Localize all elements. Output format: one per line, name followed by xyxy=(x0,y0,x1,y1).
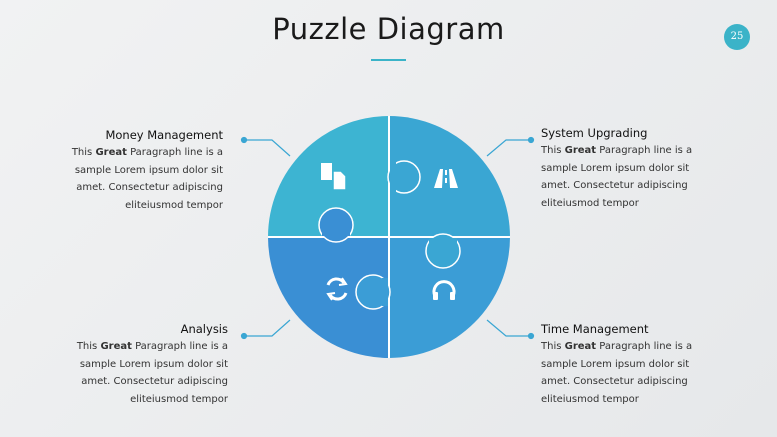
text: This xyxy=(76,341,101,352)
block-line: eliteiusmod tempor xyxy=(125,199,223,211)
text: Paragraph line is a xyxy=(596,341,693,352)
refresh-icon xyxy=(326,277,348,301)
block-line: sample Lorem ipsum dolor sit xyxy=(541,358,690,370)
text: Paragraph line is a xyxy=(126,147,223,158)
text-block-time-management: Time Management This Great Paragraph lin… xyxy=(541,320,716,408)
block-line: amet. Consectetur adipiscing xyxy=(81,376,228,388)
text: This xyxy=(541,145,565,156)
block-heading: Money Management xyxy=(105,128,223,142)
block-line: This Great Paragraph line is a xyxy=(541,142,716,160)
block-line: sample Lorem ipsum dolor sit xyxy=(541,162,690,174)
block-line: sample Lorem ipsum dolor sit xyxy=(79,358,228,370)
block-line: amet. Consectetur adipiscing xyxy=(76,182,223,194)
connector-money-management xyxy=(240,136,291,157)
block-line: This Great Paragraph line is a xyxy=(48,144,223,162)
headphones-icon xyxy=(432,280,456,300)
title-underline xyxy=(371,59,406,61)
text-block-analysis: Analysis This Great Paragraph line is a … xyxy=(53,320,228,408)
text: Paragraph line is a xyxy=(596,145,693,156)
text-block-system-upgrading: System Upgrading This Great Paragraph li… xyxy=(541,124,716,212)
text: This xyxy=(541,341,565,352)
page-number-badge: 25 xyxy=(724,24,750,50)
bold-text: Great xyxy=(564,145,597,156)
page-title: Puzzle Diagram xyxy=(272,12,505,46)
bold-text: Great xyxy=(95,147,127,158)
puzzle-knob xyxy=(318,207,354,243)
text: Paragraph line is a xyxy=(131,341,228,352)
block-heading: Analysis xyxy=(180,322,228,336)
text: This xyxy=(71,147,96,158)
block-line: amet. Consectetur adipiscing xyxy=(541,376,688,388)
block-heading: System Upgrading xyxy=(541,126,648,140)
connector-system-upgrading xyxy=(486,136,535,157)
block-line: This Great Paragraph line is a xyxy=(541,338,716,356)
connector-time-management xyxy=(486,319,535,340)
block-heading: Time Management xyxy=(541,322,649,336)
text-block-money-management: Money Management This Great Paragraph li… xyxy=(48,126,223,214)
bold-text: Great xyxy=(564,341,597,352)
block-line: eliteiusmod tempor xyxy=(130,393,228,405)
block-line: This Great Paragraph line is a xyxy=(53,338,228,356)
road-icon xyxy=(434,169,458,188)
block-line: eliteiusmod tempor xyxy=(541,197,639,209)
documents-icon xyxy=(321,163,347,191)
connector-analysis xyxy=(240,319,291,340)
puzzle-knob xyxy=(355,274,391,310)
block-line: sample Lorem ipsum dolor sit xyxy=(74,164,223,176)
bold-text: Great xyxy=(100,341,132,352)
block-line: eliteiusmod tempor xyxy=(541,393,639,405)
block-line: amet. Consectetur adipiscing xyxy=(541,180,688,192)
